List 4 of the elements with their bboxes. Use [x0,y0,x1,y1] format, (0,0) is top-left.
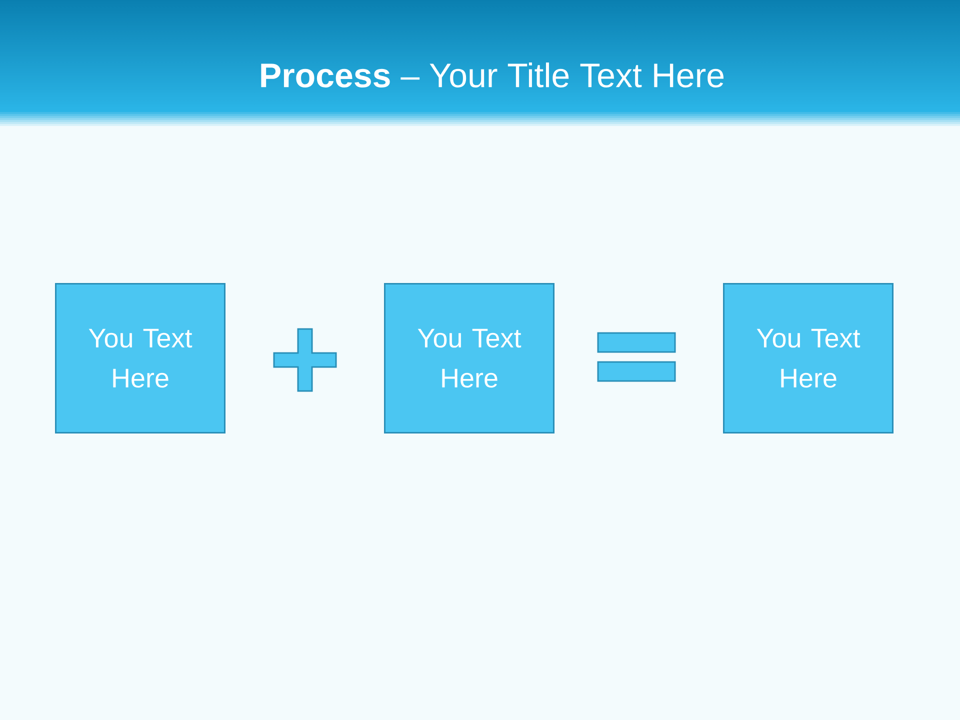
text-box: You Text Here [723,283,894,434]
text-box: You Text Here [384,283,554,434]
title: Process – Your Title Text Here [261,62,724,88]
text-box: You Text Here [55,283,226,434]
